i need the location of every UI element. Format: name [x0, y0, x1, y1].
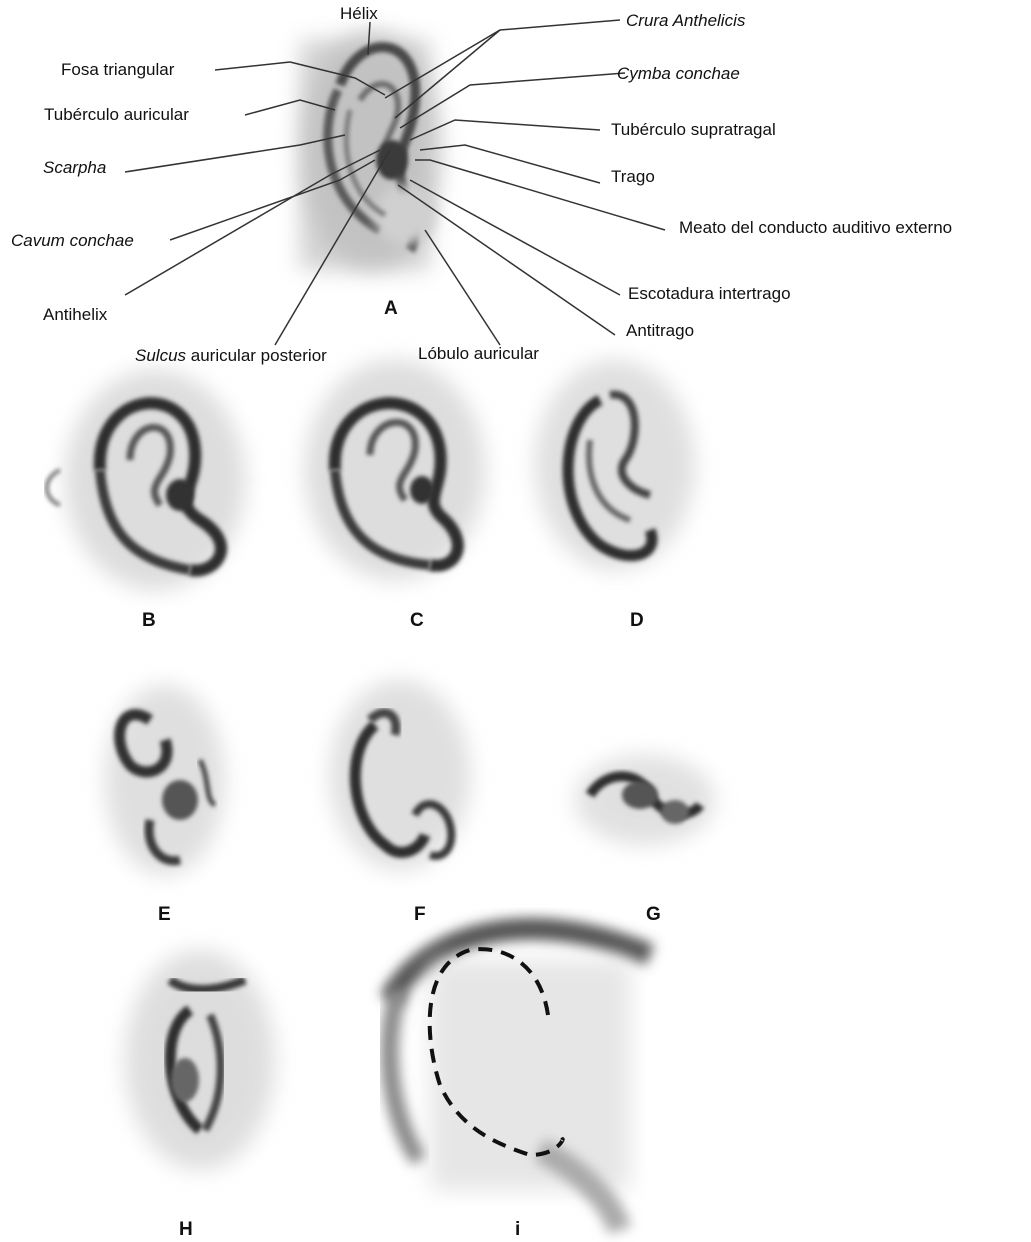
panel-label-h: H — [179, 1220, 193, 1239]
label-tuberculo-auricular: Tubérculo auricular — [44, 106, 189, 123]
label-crura-anthelicis: Crura Anthelicis — [626, 12, 745, 29]
label-sulcus: Sulcus auricular posterior — [135, 347, 327, 364]
ear-b-drawing — [47, 370, 245, 590]
ear-e-drawing — [105, 685, 225, 875]
panel-label-b: B — [142, 611, 156, 630]
panel-label-g: G — [646, 905, 661, 924]
label-escotadura: Escotadura intertrago — [628, 285, 791, 302]
ear-i-drawing — [390, 929, 650, 1230]
panel-label-f: F — [414, 905, 426, 924]
ear-h-drawing — [125, 950, 275, 1170]
ear-f-drawing — [330, 680, 470, 870]
ear-g-drawing — [575, 755, 715, 845]
panel-label-e: E — [158, 905, 171, 924]
ear-c-drawing — [305, 360, 485, 580]
label-tuberculo-supratragal: Tubérculo supratragal — [611, 121, 776, 138]
label-fosa-triangular: Fosa triangular — [61, 61, 174, 78]
label-helix: Hélix — [340, 5, 378, 22]
label-cavum-conchae: Cavum conchae — [11, 232, 134, 249]
panel-label-i: i — [515, 1220, 520, 1239]
label-trago: Trago — [611, 168, 655, 185]
label-antihelix: Antihelix — [43, 306, 107, 323]
ear-d-drawing — [535, 360, 695, 570]
label-lobulo: Lóbulo auricular — [418, 345, 539, 362]
label-meato: Meato del conducto auditivo externo — [679, 219, 952, 236]
label-antitrago: Antitrago — [626, 322, 694, 339]
panel-label-a: A — [384, 299, 398, 318]
label-cymba-conchae: Cymba conchae — [617, 65, 740, 82]
label-scarpha: Scarpha — [43, 159, 106, 176]
panel-label-d: D — [630, 611, 644, 630]
panel-label-c: C — [410, 611, 424, 630]
